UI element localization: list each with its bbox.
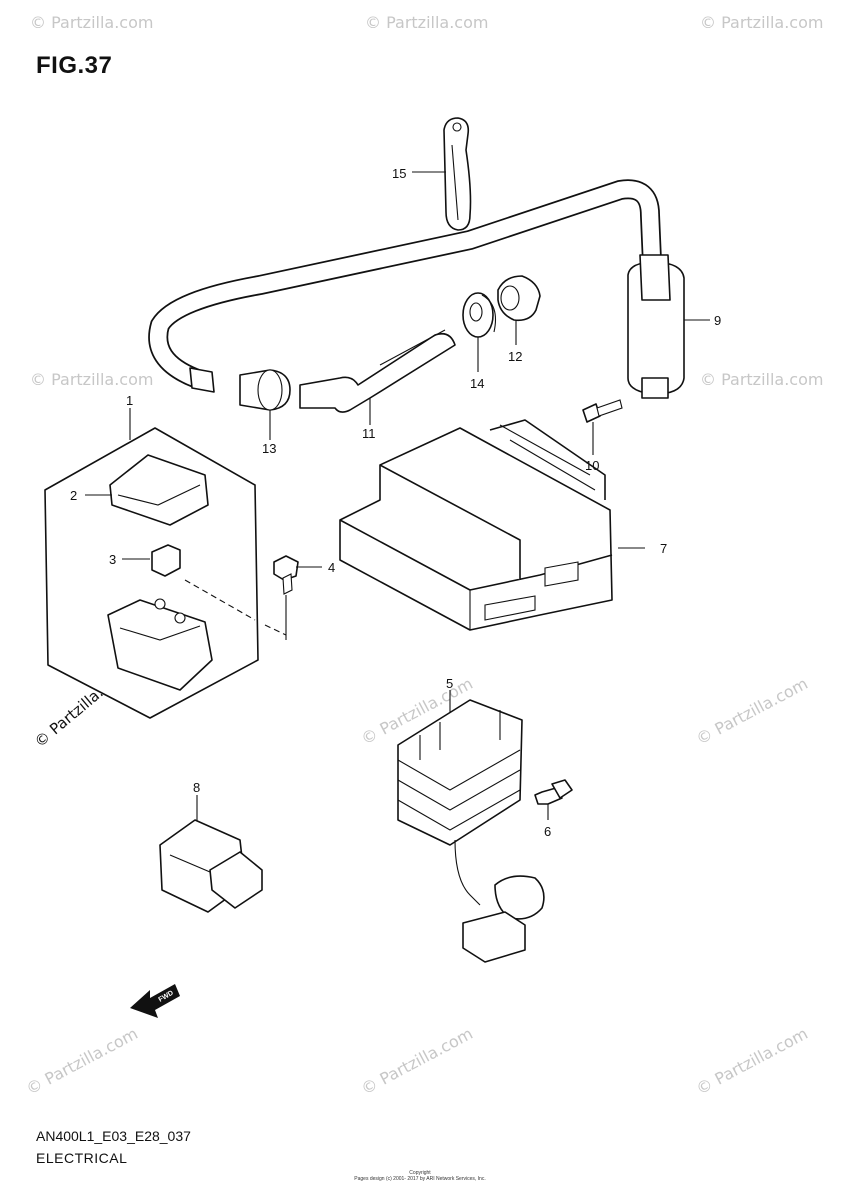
high-tension-cord (148, 179, 662, 393)
watermark-text: © Partzilla.com (358, 1024, 476, 1099)
regulator-part-5 (397, 690, 549, 963)
model-code: AN400L1_E03_E28_037 (36, 1128, 191, 1144)
callout-13: 13 (262, 441, 276, 456)
control-unit-part-7 (339, 419, 645, 631)
watermark-text: © Partzilla.com (30, 370, 153, 389)
watermark-text: © Partzilla.com (23, 1024, 141, 1099)
callout-15: 15 (392, 166, 406, 181)
watermark-text: © Partzilla.com (365, 13, 488, 32)
seal-part-13 (239, 369, 291, 440)
collar-part-12 (497, 275, 541, 345)
callout-2: 2 (70, 488, 77, 503)
callout-4: 4 (328, 560, 335, 575)
callout-10: 10 (585, 458, 599, 473)
watermark-text: © Partzilla.com (30, 13, 153, 32)
callout-9: 9 (714, 313, 721, 328)
figure-title: FIG.37 (36, 52, 113, 79)
watermark-text: © Partzilla.com (700, 370, 823, 389)
watermark-text: © Partzilla.com (693, 1024, 811, 1099)
bolt-part-10 (582, 399, 623, 455)
callout-14: 14 (470, 376, 484, 391)
callout-8: 8 (193, 780, 200, 795)
copyright-notice: Copyright Pages design (c) 2001- 2017 by… (340, 1170, 500, 1182)
copyright-line1: Copyright (409, 1170, 431, 1176)
category-label: ELECTRICAL (36, 1150, 128, 1166)
grommet-part-14 (462, 292, 497, 372)
bolt-part-4 (273, 555, 322, 640)
callout-3: 3 (109, 552, 116, 567)
plug-cap-part-11 (299, 329, 456, 425)
callout-6: 6 (544, 824, 551, 839)
ignition-coil-part-9 (627, 254, 710, 399)
callout-12: 12 (508, 349, 522, 364)
callout-5: 5 (446, 676, 453, 691)
relay-kit-part-1 (44, 408, 287, 719)
fwd-arrow-icon: FWD (130, 984, 180, 1018)
watermark-text: © Partzilla.com (693, 674, 811, 749)
clamp-part-15 (412, 117, 472, 231)
callout-7: 7 (660, 541, 667, 556)
callout-11: 11 (362, 426, 376, 441)
callout-1: 1 (126, 393, 133, 408)
watermark-text: © Partzilla.com (700, 13, 823, 32)
callout-numbers: 1 2 3 4 5 6 7 8 9 10 11 12 13 14 15 (70, 166, 721, 839)
copyright-line2: Pages design (c) 2001- 2017 by ARI Netwo… (354, 1176, 486, 1182)
bolt-part-6 (534, 779, 573, 805)
relay-part-8 (159, 795, 263, 913)
